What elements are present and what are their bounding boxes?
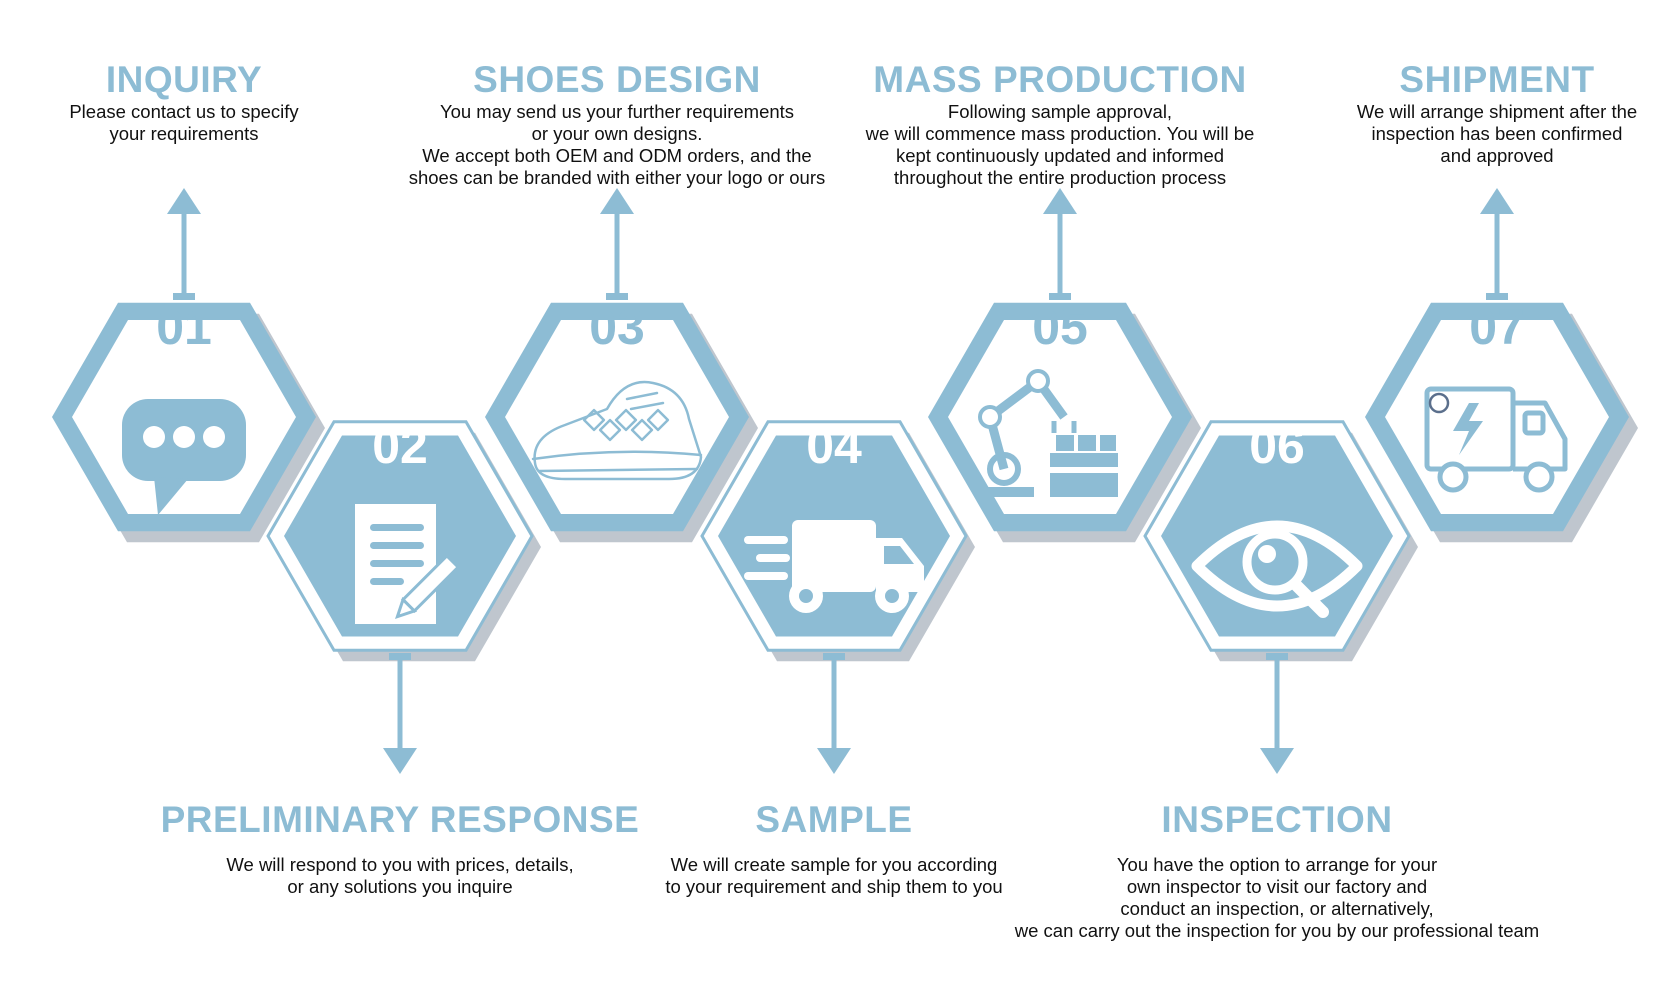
step-04-title: SAMPLE — [755, 799, 913, 840]
step-02-arrow — [383, 653, 417, 774]
electric-truck-icon — [1424, 386, 1568, 493]
robot-arm-icon — [978, 369, 1118, 497]
step-07-arrow — [1480, 188, 1514, 300]
description-line: your requirements — [109, 123, 259, 144]
step-number: 07 — [1469, 299, 1525, 355]
description-line: to your requirement and ship them to you — [665, 876, 1003, 897]
step-number: 06 — [1249, 418, 1305, 474]
description-line: We will respond to you with prices, deta… — [226, 854, 574, 875]
step-number: 04 — [806, 418, 862, 474]
description-line: We will arrange shipment after the — [1356, 101, 1638, 122]
step-06-title: INSPECTION — [1161, 799, 1393, 840]
chat-bubble-icon — [122, 399, 246, 515]
step-number: 05 — [1032, 299, 1088, 355]
step-05-hexagon: 05 — [928, 299, 1201, 543]
step-05-description: Following sample approval,we will commen… — [770, 101, 1350, 189]
description-line: We accept both OEM and ODM orders, and t… — [422, 145, 812, 166]
step-04-hexagon: 04 — [700, 418, 975, 662]
description-line: own inspector to visit our factory and — [1126, 876, 1428, 897]
step-03-description: You may send us your further requirement… — [327, 101, 907, 189]
description-line: or any solutions you inquire — [287, 876, 513, 897]
step-07-title: SHIPMENT — [1399, 59, 1595, 100]
step-02-hexagon: 02 — [266, 418, 541, 662]
step-04-arrow — [817, 653, 851, 774]
step-number: 02 — [372, 418, 428, 474]
step-01-arrow — [167, 188, 201, 300]
description-line: throughout the entire production process — [893, 167, 1227, 188]
step-03-title: SHOES DESIGN — [473, 59, 761, 100]
step-number: 01 — [156, 299, 212, 355]
step-03-hexagon: 03 — [485, 299, 758, 543]
description-line: We will create sample for you according — [670, 854, 998, 875]
description-line: or your own designs. — [531, 123, 703, 144]
document-pen-icon — [355, 504, 461, 624]
description-line: shoes can be branded with either your lo… — [408, 167, 826, 188]
description-line: and approved — [1440, 145, 1554, 166]
description-line: we can carry out the inspection for you … — [1014, 920, 1540, 941]
description-line: we will commence mass production. You wi… — [865, 123, 1255, 144]
description-line: inspection has been confirmed — [1371, 123, 1623, 144]
hexagon-face — [1385, 320, 1609, 514]
step-07-hexagon: 07 — [1365, 299, 1638, 543]
sneaker-icon — [531, 380, 703, 481]
hexagon-face — [505, 320, 729, 514]
step-06-arrow — [1260, 653, 1294, 774]
description-line: You have the option to arrange for your — [1116, 854, 1438, 875]
step-06-hexagon: 06 — [1143, 418, 1418, 662]
step-05-title: MASS PRODUCTION — [873, 59, 1247, 100]
delivery-truck-icon — [744, 520, 924, 613]
description-line: Following sample approval, — [947, 101, 1173, 122]
step-03-arrow — [600, 188, 634, 300]
description-line: Please contact us to specify — [69, 101, 299, 122]
description-line: kept continuously updated and informed — [895, 145, 1225, 166]
step-02-description: We will respond to you with prices, deta… — [110, 854, 690, 898]
step-05-arrow — [1043, 188, 1077, 300]
step-01-hexagon: 01 — [52, 299, 325, 543]
eye-magnifier-icon — [1191, 520, 1363, 618]
step-number: 03 — [589, 299, 645, 355]
description-line: You may send us your further requirement… — [439, 101, 795, 122]
description-line: conduct an inspection, or alternatively, — [1120, 898, 1434, 919]
step-02-title: PRELIMINARY RESPONSE — [160, 799, 640, 840]
step-01-title: INQUIRY — [105, 59, 263, 100]
